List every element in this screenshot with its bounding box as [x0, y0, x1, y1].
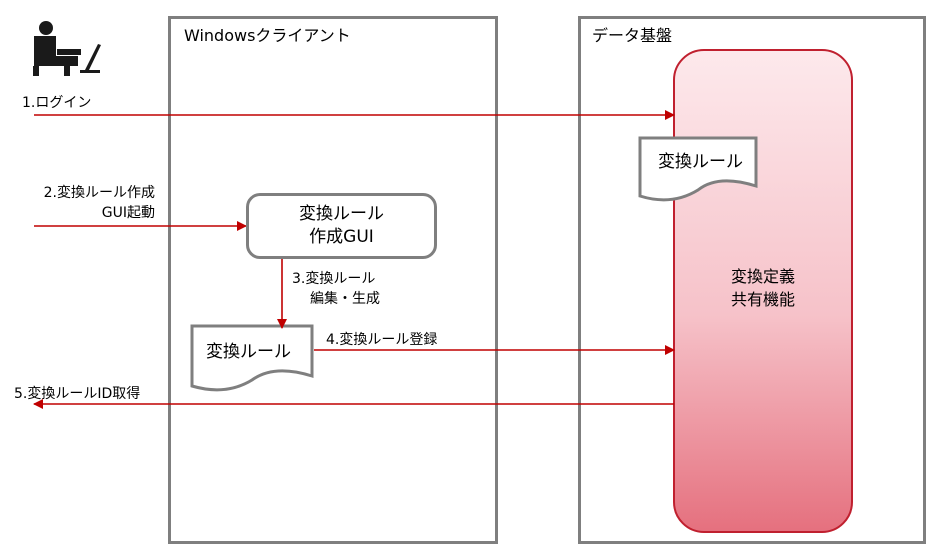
client-document-label: 変換ルール: [206, 342, 291, 362]
step2-label-line1: 2.変換ルール作成: [43, 185, 155, 201]
engine-label: 変換定義 共有機能: [674, 265, 852, 311]
engine-label-line2: 共有機能: [730, 290, 795, 310]
windows-client-lane: [168, 16, 498, 544]
gui-box-line1: 変換ルール: [299, 204, 384, 225]
platform-document-shape: [638, 136, 758, 202]
user-at-computer-icon: [33, 21, 101, 76]
step5-label: 5.変換ルールID取得: [14, 386, 141, 402]
rule-creation-gui-box: 変換ルール 作成GUI: [246, 193, 437, 259]
client-document-shape: [190, 324, 314, 392]
step3-label-line2: 編集・生成: [310, 291, 380, 307]
step2-label-line2: GUI起動: [101, 205, 155, 221]
platform-document-label: 変換ルール: [658, 152, 743, 172]
windows-client-lane-title: Windowsクライアント: [184, 26, 351, 45]
data-platform-lane-title: データ基盤: [592, 26, 673, 45]
gui-box-line2: 作成GUI: [309, 227, 374, 247]
step1-label: 1.ログイン: [22, 95, 92, 111]
step3-label-line1: 3.変換ルール: [292, 271, 376, 287]
engine-label-line1: 変換定義: [730, 267, 795, 286]
step4-label: 4.変換ルール登録: [326, 332, 438, 348]
